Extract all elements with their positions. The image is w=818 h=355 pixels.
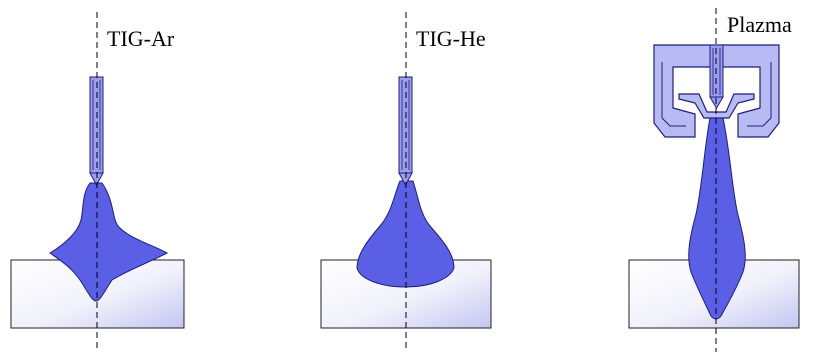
tig-he-panel: TIG-He [320,12,492,352]
plasma-arc [688,117,746,320]
plasma-panel: Plazma [628,8,800,352]
tig-he-label: TIG-He [416,26,486,51]
plasma-outer-nozzle [653,44,780,138]
plasma-inner-nozzle [678,93,755,119]
plasma-label: Plazma [727,12,792,37]
tig-ar-label: TIG-Ar [107,26,175,51]
tig-ar-panel: TIG-Ar [10,12,185,352]
tig-ar-arc [49,182,169,302]
